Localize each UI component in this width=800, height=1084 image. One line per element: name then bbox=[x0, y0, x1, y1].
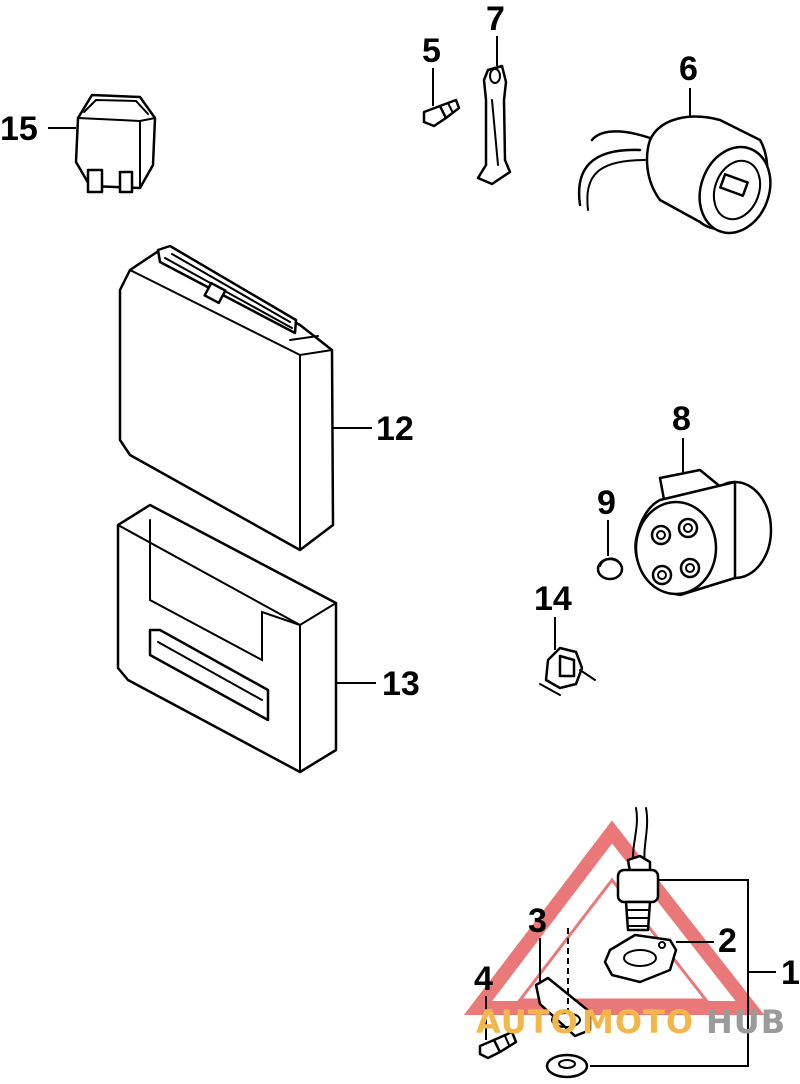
case-part-13 bbox=[116, 503, 338, 774]
connector-part-8 bbox=[634, 468, 773, 597]
washer-part bbox=[545, 1053, 589, 1079]
watermark-moto: MOTO bbox=[582, 1003, 694, 1041]
watermark-hub: HUB bbox=[706, 1003, 786, 1041]
callout-label-7: 7 bbox=[486, 0, 505, 38]
cap-part-9 bbox=[596, 557, 624, 581]
callout-1-bracket bbox=[590, 879, 776, 1067]
watermark-text: AUTO MOTO HUB bbox=[476, 1003, 786, 1041]
watermark-logo bbox=[463, 820, 765, 1015]
callout-label-5: 5 bbox=[422, 32, 441, 70]
watermark-auto: AUTO bbox=[476, 1003, 579, 1041]
relay-part bbox=[74, 93, 157, 194]
callout-label-15: 15 bbox=[0, 110, 38, 148]
callout-label-4: 4 bbox=[474, 960, 493, 998]
control-unit-part-12 bbox=[118, 244, 335, 552]
bracket-part-3 bbox=[534, 928, 592, 1038]
callout-label-12: 12 bbox=[376, 410, 414, 448]
callout-label-2: 2 bbox=[718, 922, 737, 960]
callout-label-8: 8 bbox=[672, 400, 691, 438]
sensor-part-14 bbox=[539, 646, 596, 696]
callout-label-3: 3 bbox=[528, 902, 547, 940]
bolt-part-4 bbox=[478, 1030, 518, 1060]
callout-label-14: 14 bbox=[534, 580, 572, 618]
callout-label-1: 1 bbox=[781, 954, 800, 992]
callout-label-13: 13 bbox=[382, 665, 420, 703]
bracket-part-7 bbox=[476, 64, 512, 186]
switch-part-1 bbox=[616, 807, 660, 932]
plate-part-2 bbox=[603, 933, 678, 984]
bolt-part-5 bbox=[422, 98, 461, 128]
connector-part-6 bbox=[577, 115, 772, 235]
callout-label-6: 6 bbox=[679, 50, 698, 88]
callout-label-9: 9 bbox=[597, 484, 616, 522]
